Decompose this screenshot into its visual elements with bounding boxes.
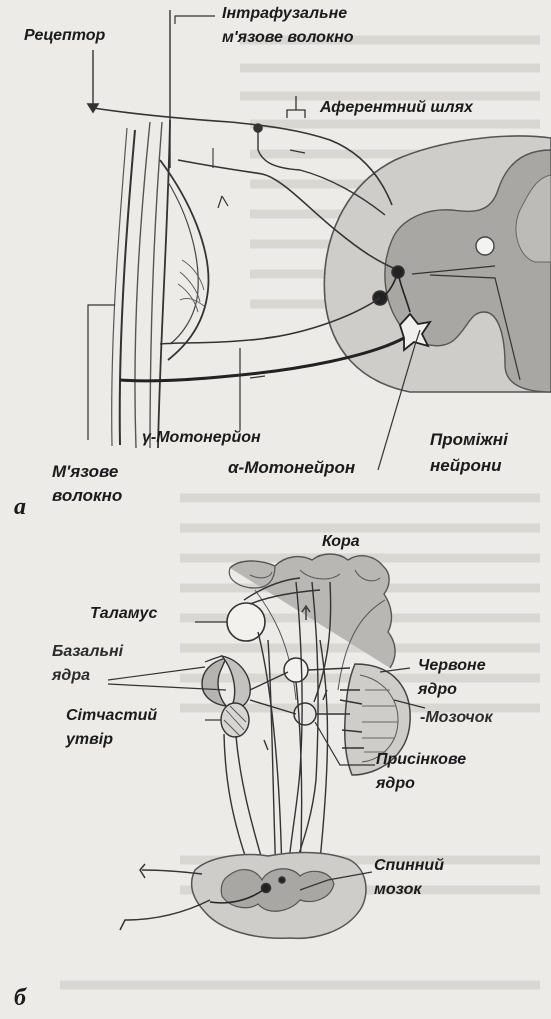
label-spinal-cord-line1: Спинний: [374, 856, 444, 876]
figure-letter-a: а: [14, 494, 26, 521]
label-afferent-path: Аферентний шлях: [320, 98, 473, 118]
label-reticular-line2: утвір: [66, 730, 113, 750]
label-basal-ganglia-line2: ядра: [52, 666, 90, 686]
label-intrafusal-line2: м'язове волокно: [222, 28, 354, 48]
label-red-nucleus-line1: Червоне: [418, 656, 486, 676]
label-vestibular-line2: ядро: [376, 774, 415, 794]
label-thalamus: Таламус: [90, 604, 157, 624]
label-muscle-fiber-line2: волокно: [52, 486, 122, 506]
label-reticular-line1: Сітчастий: [66, 706, 157, 726]
label-basal-ganglia-line1: Базальні: [52, 642, 123, 662]
label-gamma-motoneuron: γ-Мотонерйон: [142, 428, 261, 448]
label-muscle-fiber-line1: М'язове: [52, 462, 118, 482]
label-intrafusal-line1: Інтрафузальне: [222, 4, 347, 24]
basal-ganglia: [202, 656, 250, 710]
muscle-bundle: [112, 120, 209, 448]
label-receptor: Рецептор: [24, 26, 105, 46]
red-nucleus: [284, 658, 308, 682]
figure-letter-b: б: [14, 985, 26, 1012]
vestibular-nucleus: [294, 703, 316, 725]
spinal-cord-section-b: [120, 853, 366, 939]
label-vestibular-line1: Присінкове: [376, 750, 466, 770]
label-interneurons-line2: нейрони: [430, 456, 502, 476]
label-red-nucleus-line2: ядро: [418, 680, 457, 700]
label-cortex: Кора: [322, 532, 360, 552]
label-interneurons-line1: Проміжні: [430, 430, 508, 450]
label-alpha-motoneuron: α-Мотонейрон: [228, 458, 355, 478]
label-spinal-cord-line2: мозок: [374, 880, 421, 900]
label-cerebellum: -Мозочок: [420, 708, 493, 728]
